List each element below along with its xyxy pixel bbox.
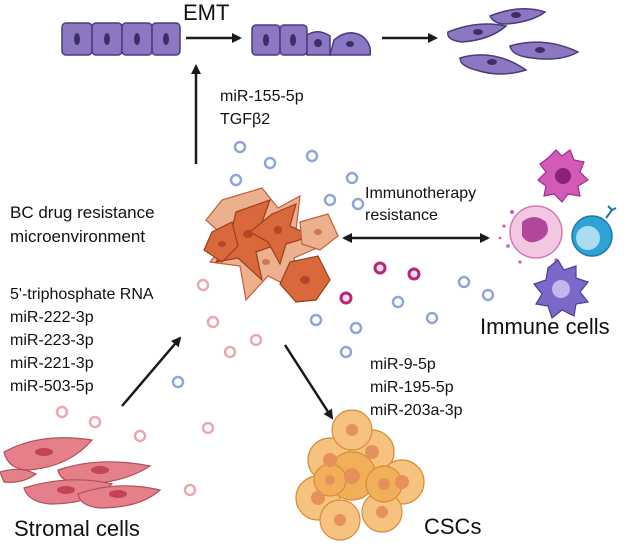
center-title-line1: BC drug resistance xyxy=(10,203,155,222)
epithelial-cells-sheet xyxy=(61,22,181,56)
stromal-cells xyxy=(0,437,162,509)
stromal-factor: miR-503-5p xyxy=(10,378,94,395)
immune-cells-label: Immune cells xyxy=(480,314,610,339)
macrophage-cell xyxy=(537,149,589,203)
pink-vesicles xyxy=(55,278,263,497)
stromal-cells-label: Stromal cells xyxy=(14,516,140,541)
stromal-factor: 5'-triphosphate RNA xyxy=(10,286,154,303)
transitioning-cells xyxy=(251,24,372,56)
csc-factor: miR-9-5p xyxy=(370,356,436,373)
emt-factor: TGFβ2 xyxy=(220,111,271,128)
csc-factor: miR-203a-3p xyxy=(370,402,463,419)
emt-label: EMT xyxy=(183,0,230,25)
emt-factor: miR-155-5p xyxy=(220,88,304,105)
stromal-factors-list: 5'-triphosphate RNA miR-222-3p miR-223-3… xyxy=(10,286,154,401)
emt-factors-list: miR-155-5p TGFβ2 xyxy=(220,88,304,134)
stromal-arrow xyxy=(121,336,182,407)
stromal-factor: miR-221-3p xyxy=(10,355,94,372)
cancer-cell-cluster xyxy=(203,187,339,303)
stromal-factor: miR-223-3p xyxy=(10,332,94,349)
csc-sphere xyxy=(295,409,425,541)
csc-factors-list: miR-9-5p miR-195-5p miR-203a-3p xyxy=(370,356,462,425)
csc-arrow xyxy=(283,344,334,420)
neutrophil-cell xyxy=(498,205,563,264)
center-title-line2: microenvironment xyxy=(10,227,146,246)
immunotherapy-label-line2: resistance xyxy=(365,207,438,224)
dendritic-cell xyxy=(532,259,590,320)
immunotherapy-label-line1: Immunotherapy xyxy=(365,185,477,202)
csc-nuclei xyxy=(311,424,409,526)
blue-vesicles xyxy=(171,140,495,389)
t-cell xyxy=(571,205,617,257)
cscs-label: CSCs xyxy=(424,514,482,539)
stromal-factor: miR-222-3p xyxy=(10,309,94,326)
mesenchymal-cells xyxy=(447,8,580,75)
magenta-vesicles xyxy=(339,261,421,305)
csc-factor: miR-195-5p xyxy=(370,379,454,396)
